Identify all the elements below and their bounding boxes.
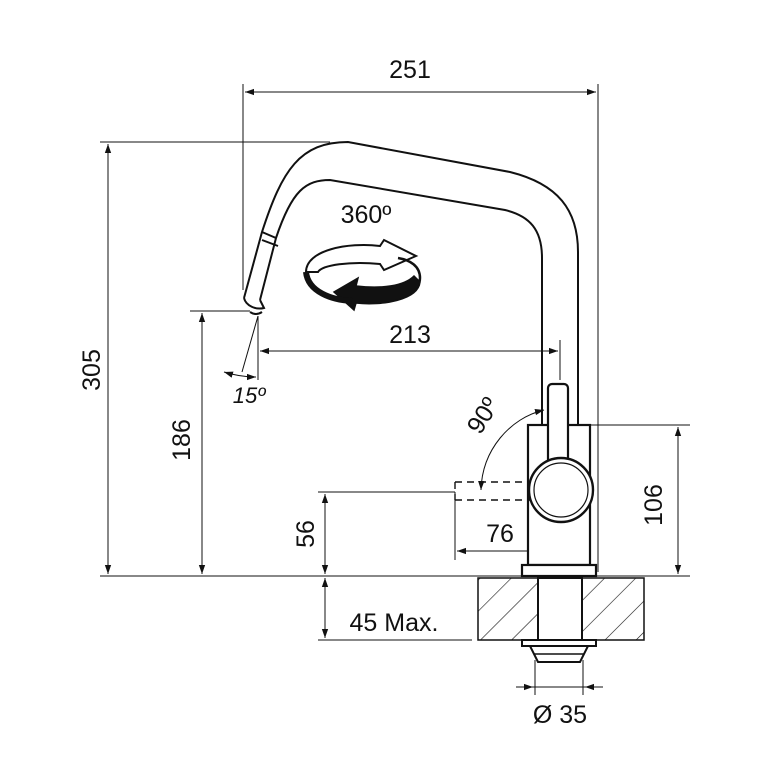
hole-diameter-label: Ø 35 xyxy=(533,701,587,729)
handle-angle-arc xyxy=(478,409,545,491)
swivel-angle-label: 360º xyxy=(341,201,392,229)
lever-rotated-position xyxy=(454,481,535,501)
faucet xyxy=(243,140,598,663)
spray-angle-label: 15º xyxy=(233,383,266,408)
rotation-arrow-icon xyxy=(303,238,422,312)
handle-reach-label: 76 xyxy=(486,520,514,548)
lever-hub xyxy=(527,456,595,524)
deck-thickness-label: 45 Max. xyxy=(350,609,439,637)
shank xyxy=(537,577,583,641)
handle-height-label: 56 xyxy=(292,520,320,548)
overall-width-label: 251 xyxy=(389,56,431,84)
overall-height-label: 305 xyxy=(78,349,106,391)
spout-height-label: 186 xyxy=(168,419,196,461)
body-height-label: 106 xyxy=(640,484,668,526)
spout-reach-label: 213 xyxy=(389,321,431,349)
lever-arm xyxy=(546,382,570,466)
countertop-section xyxy=(472,575,650,641)
spray-angle-arc xyxy=(223,371,257,381)
body-base xyxy=(520,563,598,578)
handle-angle-label: 90º xyxy=(462,393,505,439)
spout-outer xyxy=(243,140,579,425)
spout-inner xyxy=(259,178,543,425)
